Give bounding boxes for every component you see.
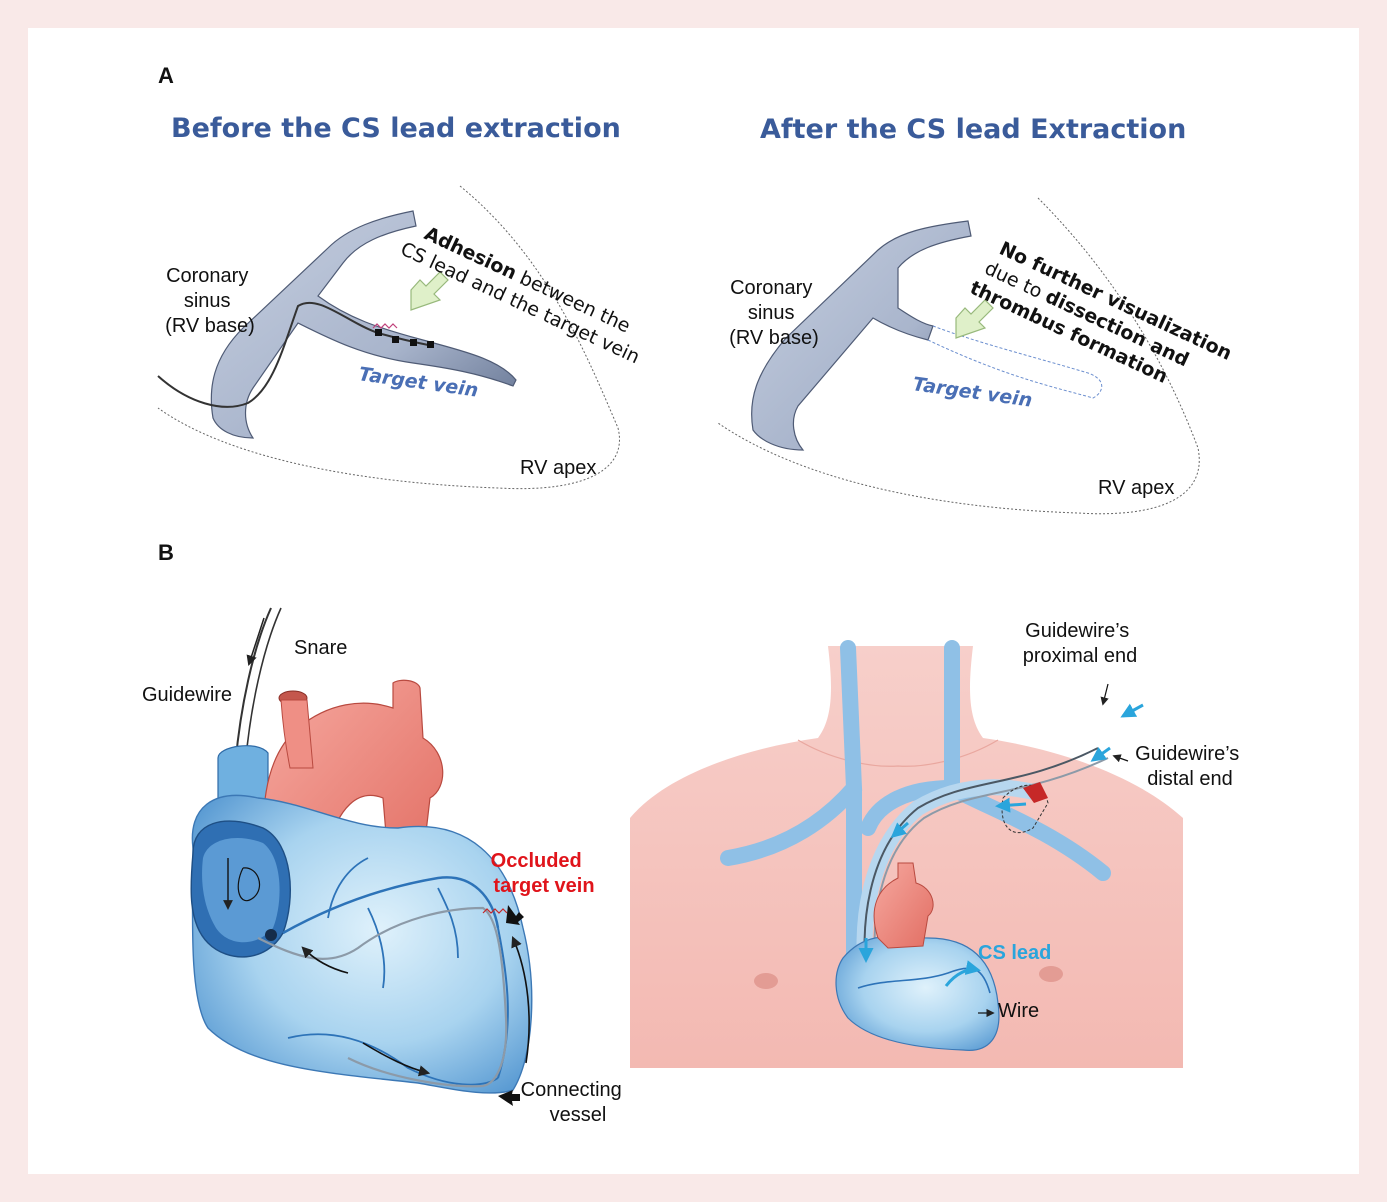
snare-label: Snare: [294, 637, 347, 659]
distal-end-label: Guidewire’s distal end: [1135, 743, 1245, 790]
before-rv-apex-label: RV apex: [520, 457, 596, 479]
distal-pointer: [1114, 756, 1128, 761]
after-coronary-sinus-label: Coronary sinus (RV base): [729, 277, 819, 349]
after-rv-apex-label: RV apex: [1098, 477, 1174, 499]
figure-svg: A Before the CS lead extraction Coronary…: [28, 28, 1359, 1174]
cs-ostium: [265, 929, 277, 941]
heart-illustration: Snare Guidewire Occluded target vein Con…: [142, 608, 627, 1126]
proximal-end-label: Guidewire’s proximal end: [1023, 620, 1138, 667]
guidewire-line: [235, 608, 271, 768]
blue-arrow: [1123, 705, 1143, 716]
right-nipple: [1039, 966, 1063, 982]
cs-lead-label: CS lead: [978, 942, 1051, 964]
after-target-vein-label: Target vein: [911, 373, 1033, 412]
electrode: [375, 329, 382, 336]
electrode: [392, 336, 399, 343]
panel-a-after: After the CS lead Extraction Coronary si…: [718, 114, 1235, 514]
guidewire-label: Guidewire: [142, 684, 232, 706]
panel-a-before: Before the CS lead extraction Coronary s…: [158, 113, 653, 489]
snare-line: [245, 608, 281, 768]
panel-a-letter: A: [158, 63, 174, 88]
electrode: [427, 341, 434, 348]
before-title: Before the CS lead extraction: [171, 113, 621, 144]
electrode: [410, 339, 417, 346]
proximal-pointer: [1103, 684, 1108, 704]
connecting-vessel-label: Connecting vessel: [521, 1079, 628, 1126]
panel-b-letter: B: [158, 540, 174, 565]
guidewire-arrow: [249, 618, 264, 664]
blue-arrow: [998, 804, 1026, 806]
torso-illustration: Guidewire’s proximal end Guidewire’s dis…: [630, 620, 1245, 1068]
occluded-vein-label: Occluded target vein: [491, 850, 595, 897]
after-title: After the CS lead Extraction: [760, 114, 1186, 145]
figure-canvas: A Before the CS lead extraction Coronary…: [28, 28, 1359, 1174]
before-coronary-sinus-label: Coronary sinus (RV base): [165, 265, 255, 337]
wire-label: Wire: [998, 1000, 1039, 1022]
left-nipple: [754, 973, 778, 989]
